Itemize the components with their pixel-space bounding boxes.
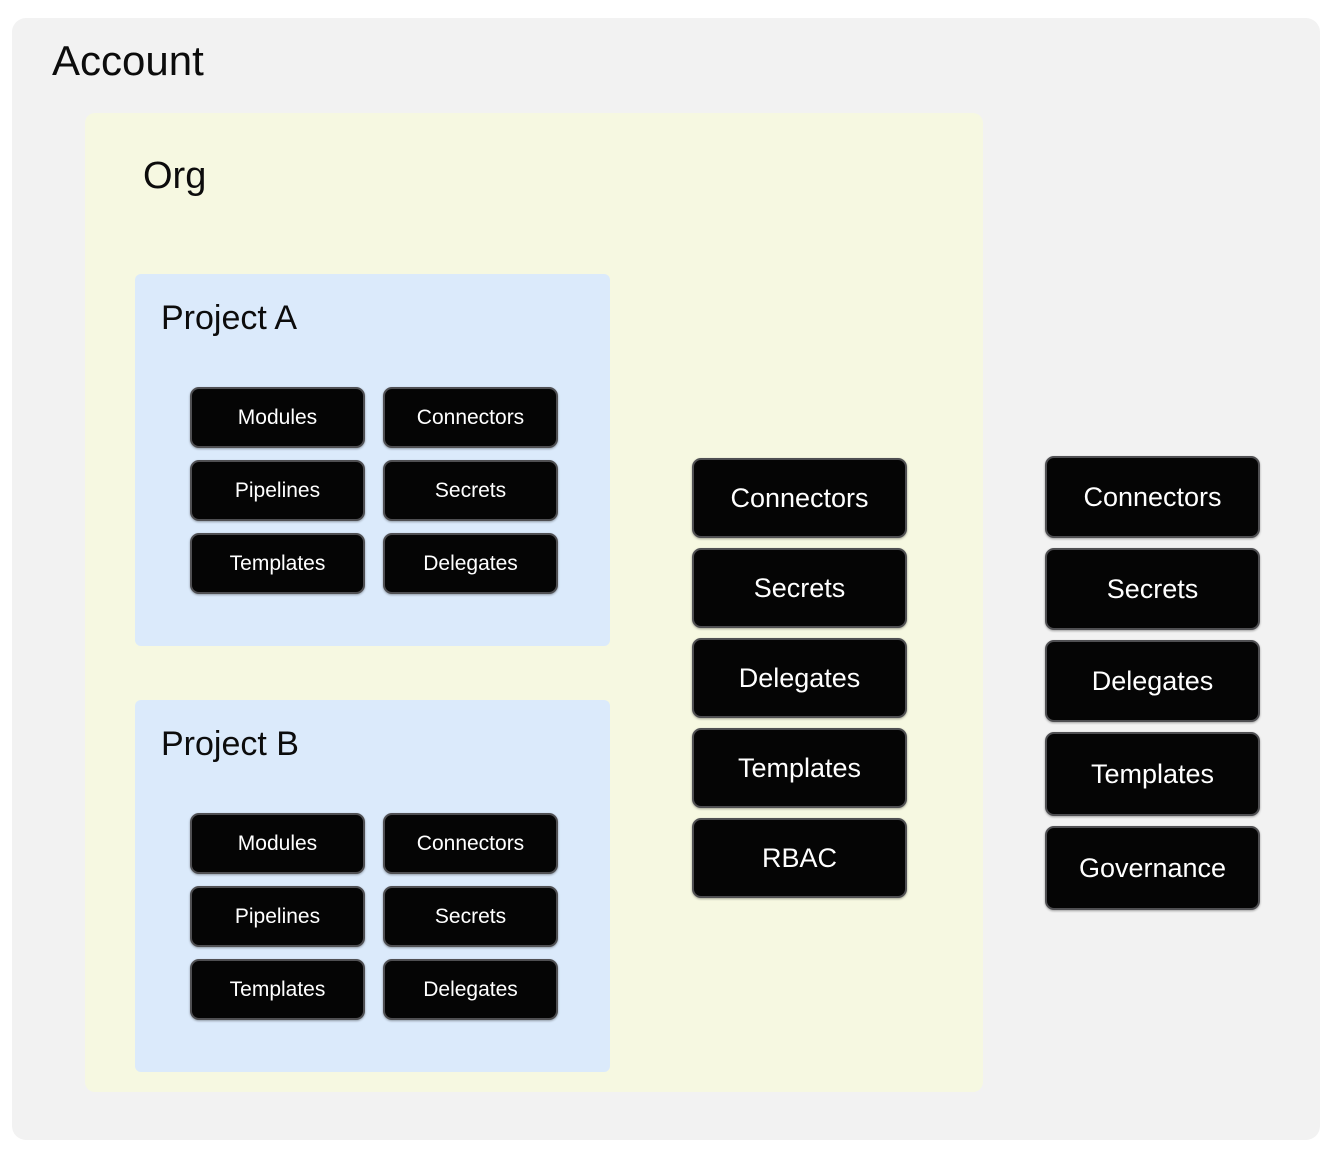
chip-project-b-templates[interactable]: Templates [190,959,365,1020]
project-b-title: Project B [161,725,299,763]
account-scope-panel: Account Org Project A Modules Connectors… [12,18,1320,1140]
chip-account-secrets[interactable]: Secrets [1045,548,1260,630]
chip-project-b-pipelines[interactable]: Pipelines [190,886,365,947]
chip-account-delegates[interactable]: Delegates [1045,640,1260,722]
chip-project-a-templates[interactable]: Templates [190,533,365,594]
chip-org-templates[interactable]: Templates [692,728,907,808]
chip-project-a-secrets[interactable]: Secrets [383,460,558,521]
chip-project-a-modules[interactable]: Modules [190,387,365,448]
account-title: Account [52,37,204,84]
project-panel-b: Project B Modules Connectors Pipelines S… [135,700,610,1072]
chip-project-a-delegates[interactable]: Delegates [383,533,558,594]
chip-project-a-connectors[interactable]: Connectors [383,387,558,448]
chip-project-b-modules[interactable]: Modules [190,813,365,874]
project-b-chip-grid: Modules Connectors Pipelines Secrets Tem… [190,813,558,1020]
org-title: Org [143,155,207,197]
chip-project-b-connectors[interactable]: Connectors [383,813,558,874]
project-a-chip-grid: Modules Connectors Pipelines Secrets Tem… [190,387,558,594]
chip-account-governance[interactable]: Governance [1045,826,1260,910]
chip-project-a-pipelines[interactable]: Pipelines [190,460,365,521]
chip-org-rbac[interactable]: RBAC [692,818,907,898]
chip-project-b-secrets[interactable]: Secrets [383,886,558,947]
chip-account-connectors[interactable]: Connectors [1045,456,1260,538]
chip-project-b-delegates[interactable]: Delegates [383,959,558,1020]
org-level-chip-column: Connectors Secrets Delegates Templates R… [692,458,907,898]
account-level-chip-column: Connectors Secrets Delegates Templates G… [1045,456,1260,910]
chip-org-delegates[interactable]: Delegates [692,638,907,718]
project-a-title: Project A [161,299,298,337]
project-panel-a: Project A Modules Connectors Pipelines S… [135,274,610,646]
chip-org-connectors[interactable]: Connectors [692,458,907,538]
chip-account-templates[interactable]: Templates [1045,732,1260,816]
chip-org-secrets[interactable]: Secrets [692,548,907,628]
